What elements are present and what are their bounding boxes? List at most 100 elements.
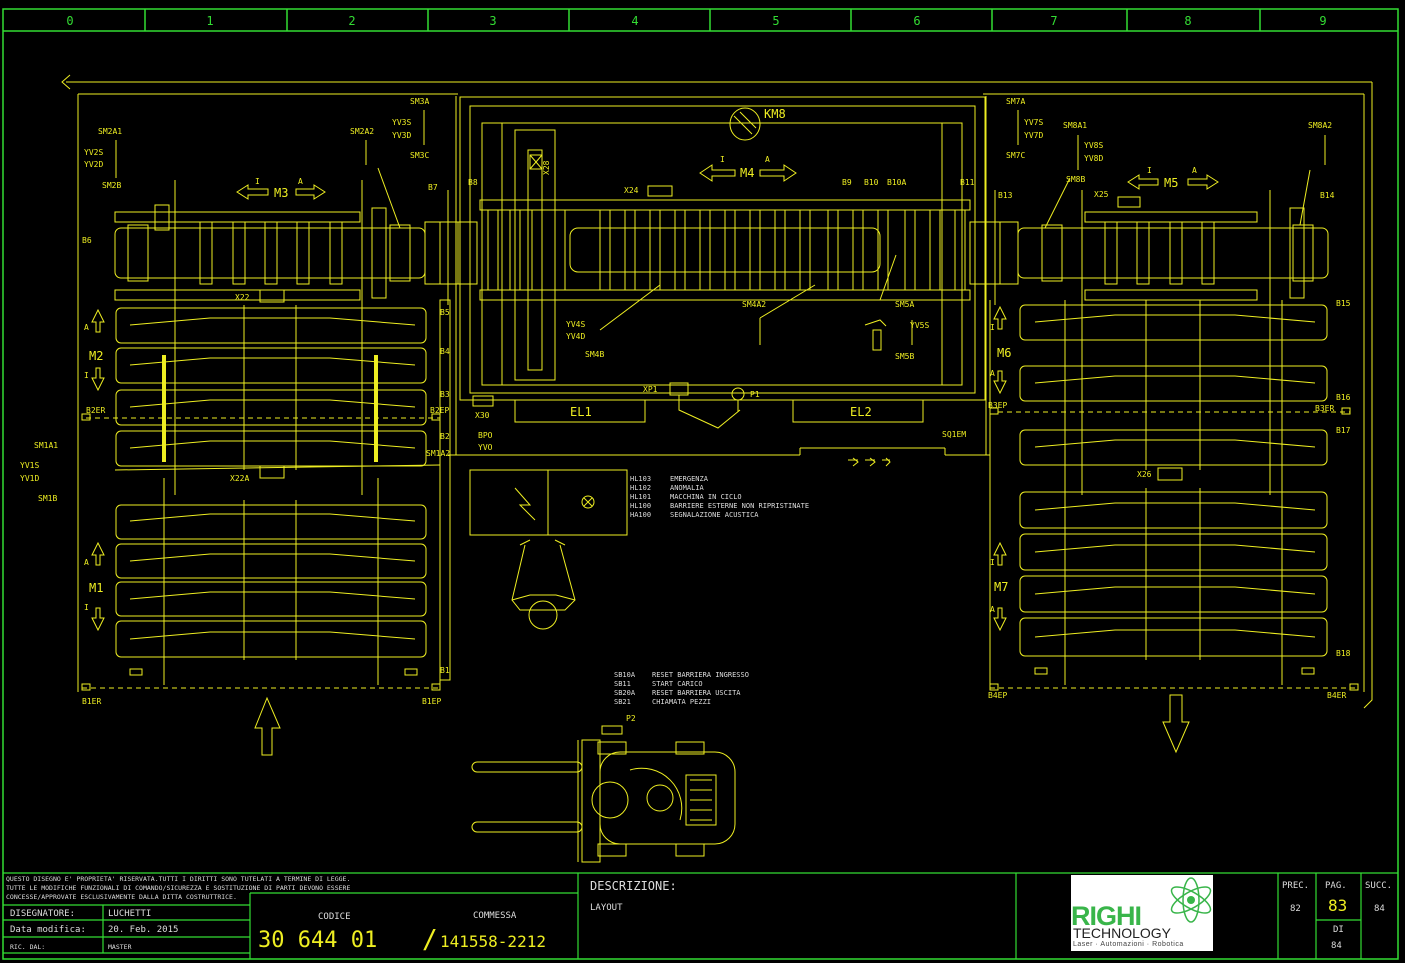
lamp-text: SEGNALAZIONE ACUSTICA <box>670 511 759 519</box>
label-b4: B4 <box>440 347 450 356</box>
light-curtains <box>162 355 378 462</box>
title-block <box>3 872 1398 959</box>
label-b10a: B10A <box>887 178 906 187</box>
label-sm1b: SM1B <box>38 494 57 503</box>
descr-value: LAYOUT <box>590 903 623 913</box>
label-sm1a2: SM1A2 <box>426 449 450 458</box>
date-label: Data modifica: <box>10 925 86 935</box>
label-m6: M6 <box>997 346 1011 360</box>
label-yv2d: YV2D <box>84 160 103 169</box>
label-sm4a2: SM4A2 <box>742 300 766 309</box>
central-conveyor-rollers <box>487 209 966 291</box>
date-value: 20. Feb. 2015 <box>108 925 178 935</box>
label-sm2a1: SM2A1 <box>98 127 122 136</box>
label-sm3a: SM3A <box>410 97 429 106</box>
column-label: 7 <box>1050 14 1057 28</box>
lamp-code: HL101 <box>630 493 651 501</box>
label-m4: M4 <box>740 166 754 180</box>
dir-i-m7: I <box>990 558 995 567</box>
label-sm1a1: SM1A1 <box>34 441 58 450</box>
label-b8: B8 <box>468 178 478 187</box>
dir-a-m7: A <box>990 605 995 614</box>
label-x22: X22 <box>235 293 250 302</box>
dir-i-m3: I <box>255 177 260 186</box>
logo-tagline: Laser · Automazioni · Robotica <box>1073 941 1184 948</box>
lamp-code: HL102 <box>630 484 651 492</box>
button-text: RESET BARRIERA INGRESSO <box>652 671 749 679</box>
column-label: 9 <box>1319 14 1326 28</box>
designer-value: LUCHETTI <box>108 909 151 919</box>
magazine-m6 <box>1019 300 1328 481</box>
label-b9: B9 <box>842 178 852 187</box>
label-x28: X28 <box>542 160 551 175</box>
label-km8: KM8 <box>764 107 786 121</box>
notice-line: TUTTE LE MODIFICHE FUNZIONALI DI COMANDO… <box>6 884 350 892</box>
label-yv2s: YV2S <box>84 148 103 157</box>
commessa-label: COMMESSA <box>473 911 517 921</box>
label-yv7s: YV7S <box>1024 118 1043 127</box>
label-sm2b: SM2B <box>102 181 121 190</box>
label-x30: X30 <box>475 411 490 420</box>
button-code: SB11 <box>614 680 631 688</box>
label-sm8b: SM8B <box>1066 175 1085 184</box>
dir-i-m6: I <box>990 323 995 332</box>
lamp-text: MACCHINA IN CICLO <box>670 493 742 501</box>
label-x22a: X22A <box>230 474 249 483</box>
label-yv4d: YV4D <box>566 332 585 341</box>
lamp-code: HL100 <box>630 502 651 510</box>
leader-lines <box>114 110 1326 490</box>
transfer-conveyor-m5 <box>969 190 1329 495</box>
column-label: 4 <box>631 14 638 28</box>
designer-label: DISEGNATORE: <box>10 909 75 919</box>
dir-i-m2: I <box>84 371 89 380</box>
succ-label: SUCC. <box>1365 881 1392 891</box>
label-b17: B17 <box>1336 426 1351 435</box>
label-b1er: B1ER <box>82 697 101 706</box>
column-label: 5 <box>772 14 779 28</box>
dir-i-m5: I <box>1147 166 1152 175</box>
label-sm5b: SM5B <box>895 352 914 361</box>
button-text: CHIAMATA PEZZI <box>652 698 711 706</box>
label-yv7d: YV7D <box>1024 131 1043 140</box>
label-yv3d: YV3D <box>392 131 411 140</box>
label-yv5s: YV5S <box>910 321 929 330</box>
label-x24: X24 <box>624 186 639 195</box>
button-text: RESET BARRIERA USCITA <box>652 689 741 697</box>
label-b1ep: B1EP <box>422 697 441 706</box>
transfer-conveyor-m3 <box>114 180 478 495</box>
label-bpo: BPO <box>478 431 493 440</box>
label-b15: B15 <box>1336 299 1351 308</box>
lamp-text: ANOMALIA <box>670 484 705 492</box>
control-panel <box>469 469 628 536</box>
magazine-m1 <box>115 478 427 685</box>
label-m2: M2 <box>89 349 103 363</box>
label-m5: M5 <box>1164 176 1178 190</box>
label-yv1s: YV1S <box>20 461 39 470</box>
di-value: 84 <box>1331 941 1342 951</box>
column-label: 1 <box>206 14 213 28</box>
ric-label: RIC. DAL: <box>10 943 45 951</box>
label-sm5a: SM5A <box>895 300 914 309</box>
label-b2: B2 <box>440 432 450 441</box>
label-b1: B1 <box>440 666 450 675</box>
descr-label: DESCRIZIONE: <box>590 879 677 893</box>
codice-value: 30 644 01 <box>258 928 377 953</box>
label-p2: P2 <box>626 714 636 723</box>
logo-name: RIGHI <box>1071 901 1142 931</box>
button-code: SB21 <box>614 698 631 706</box>
label-b11: B11 <box>960 178 975 187</box>
codice-slash: / <box>422 925 438 955</box>
button-text: START CARICO <box>652 680 703 688</box>
label-yv1d: YV1D <box>20 474 39 483</box>
lamp-legend: HL103 EMERGENZA HL102 ANOMALIA HL101 MAC… <box>630 475 809 519</box>
label-b5: B5 <box>440 308 450 317</box>
button-code: SB10A <box>614 671 636 679</box>
label-sm8a2: SM8A2 <box>1308 121 1332 130</box>
label-yv8d: YV8D <box>1084 154 1103 163</box>
label-el1: EL1 <box>570 405 592 419</box>
label-sm7c: SM7C <box>1006 151 1025 160</box>
lamp-text: BARRIERE ESTERNE NON RIPRISTINATE <box>670 502 809 510</box>
commessa-value: 141558-2212 <box>440 932 546 951</box>
column-label: 2 <box>348 14 355 28</box>
lamp-code: HL103 <box>630 475 651 483</box>
